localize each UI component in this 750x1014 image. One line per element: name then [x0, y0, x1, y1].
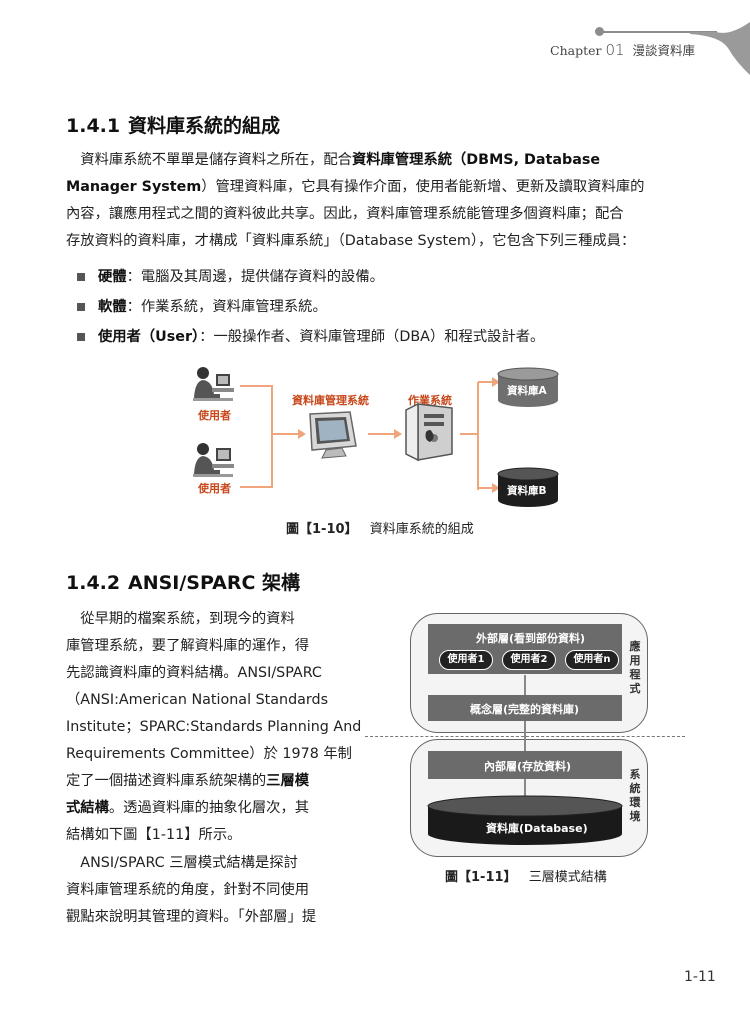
text-line: 定了一個描述資料庫系統架構的三層模	[66, 773, 310, 789]
connector-line	[477, 382, 479, 490]
figure-caption-1-10: 圖【1-10】 資料庫系統的組成	[286, 518, 474, 537]
bullet-term: 使用者（User）	[98, 329, 200, 345]
header-swoosh	[690, 22, 750, 75]
text-line: 結構如下圖【1-11】所示。	[66, 827, 242, 843]
section-title: ANSI/SPARC 架構	[128, 572, 301, 594]
layer-connector	[524, 675, 526, 695]
page-number: 1-11	[684, 969, 716, 985]
section-heading-1-4-1: 1.4.1 資料庫系統的組成	[66, 111, 280, 138]
arrow-icon	[368, 429, 402, 439]
text-line: Manager System）管理資料庫，它具有操作介面，使用者能新增、更新及讀…	[66, 179, 645, 195]
caption-number: 圖【1-11】	[445, 870, 517, 885]
database-label: 資料庫(Database)	[486, 822, 588, 835]
caption-number: 圖【1-10】	[286, 522, 358, 537]
chapter-number: 01	[605, 41, 625, 59]
text-line: 庫管理系統，要了解資料庫的運作，得	[66, 638, 310, 654]
computer-tower-icon	[405, 402, 453, 462]
section-number: 1.4.1	[66, 115, 121, 137]
arrow-icon	[478, 483, 500, 493]
internal-layer-label: 內部層(存放資料)	[484, 760, 572, 773]
chapter-title: 漫談資料庫	[632, 43, 696, 58]
user-pill-1: 使用者1	[439, 650, 493, 670]
caption-text: 資料庫系統的組成	[369, 522, 474, 537]
intro-paragraph: 資料庫系統不單單是儲存資料之所在，配合資料庫管理系統（DBMS, Databas…	[66, 147, 686, 255]
database-b-icon	[497, 467, 559, 507]
text-line: 觀點來說明其管理的資料。「外部層」提	[66, 909, 317, 925]
running-header: Chapter 01 漫談資料庫	[550, 40, 695, 59]
header-rule	[597, 31, 717, 33]
user-pill-2: 使用者2	[502, 650, 556, 670]
bullet-term: 軟體	[98, 299, 127, 315]
caption-text: 三層模式結構	[528, 870, 607, 885]
monitor-icon	[309, 411, 357, 459]
conceptual-layer-label: 概念層(完整的資料庫)	[470, 703, 580, 716]
database-a-label: 資料庫A	[507, 385, 547, 397]
section-heading-1-4-2: 1.4.2 ANSI/SPARC 架構	[66, 568, 300, 595]
database-cylinder-icon	[427, 795, 623, 845]
text-line: 從早期的檔案系統，到現今的資料	[66, 611, 295, 627]
list-item-software: 軟體：作業系統，資料庫管理系統。	[74, 292, 544, 322]
list-item-hardware: 硬體：電腦及其周邊，提供儲存資料的設備。	[74, 262, 544, 292]
bullet-desc: ：作業系統，資料庫管理系統。	[126, 299, 327, 315]
layer-connector	[524, 779, 526, 797]
text-line: （ANSI:American National Standards	[66, 692, 329, 708]
connector-line	[271, 385, 273, 488]
figure-caption-1-11: 圖【1-11】 三層模式結構	[445, 866, 607, 885]
list-item-user: 使用者（User）：一般操作者、資料庫管理師（DBA）和程式設計者。	[74, 322, 544, 352]
user-at-computer-icon	[193, 443, 234, 477]
external-layer-title: 外部層(看到部份資料)	[476, 632, 586, 645]
text-line: Requirements Committee）於 1978 年制	[66, 746, 352, 762]
database-a-icon	[497, 367, 559, 407]
text-line: 先認識資料庫的資料結構。ANSI/SPARC	[66, 665, 322, 681]
dbms-label: 資料庫管理系統	[292, 394, 369, 407]
section-number: 1.4.2	[66, 572, 121, 594]
connector-line	[240, 486, 272, 488]
side-label-application: 應用程式	[629, 640, 641, 695]
text-line: 資料庫系統不單單是儲存資料之所在，配合資料庫管理系統（DBMS, Databas…	[66, 152, 601, 168]
text-line: ANSI/SPARC 三層模式結構是探討	[66, 855, 298, 871]
user-label-1: 使用者	[198, 409, 231, 422]
arrow-icon	[272, 429, 306, 439]
user-at-computer-icon	[193, 367, 234, 401]
text-line: 資料庫管理系統的角度，針對不同使用	[66, 882, 310, 898]
conceptual-layer	[428, 695, 622, 721]
user-label-2: 使用者	[198, 482, 231, 495]
bullet-desc: ：一般操作者、資料庫管理師（DBA）和程式設計者。	[199, 329, 545, 345]
text-line: 內容，讓應用程式之間的資料彼此共享。因此，資料庫管理系統能管理多個資料庫；配合	[66, 206, 624, 222]
bullet-term: 硬體	[98, 269, 127, 285]
text-line: 存放資料的資料庫，才構成「資料庫系統」（Database System），它包含…	[66, 233, 636, 249]
ansi-paragraph-1: 從早期的檔案系統，到現今的資料庫管理系統，要了解資料庫的運作，得先認識資料庫的資…	[66, 606, 362, 849]
text-line: Institute；SPARC:Standards Planning And	[66, 719, 362, 735]
text-line: 式結構。透過資料庫的抽象化層次，其	[66, 800, 310, 816]
chapter-word: Chapter	[550, 43, 602, 58]
layer-connector	[524, 721, 526, 751]
database-b-label: 資料庫B	[507, 485, 547, 497]
arrow-icon	[478, 377, 500, 387]
ansi-paragraph-2: ANSI/SPARC 三層模式結構是探討 資料庫管理系統的角度，針對不同使用 觀…	[66, 850, 344, 931]
bullet-desc: ：電腦及其周邊，提供儲存資料的設備。	[126, 269, 384, 285]
side-label-system: 系統環境	[629, 768, 641, 823]
connector-line	[460, 433, 478, 435]
internal-layer	[428, 751, 622, 779]
section-title: 資料庫系統的組成	[128, 115, 281, 137]
member-list: 硬體：電腦及其周邊，提供儲存資料的設備。 軟體：作業系統，資料庫管理系統。 使用…	[74, 262, 544, 352]
user-pill-n: 使用者n	[565, 650, 619, 670]
connector-line	[240, 385, 272, 387]
